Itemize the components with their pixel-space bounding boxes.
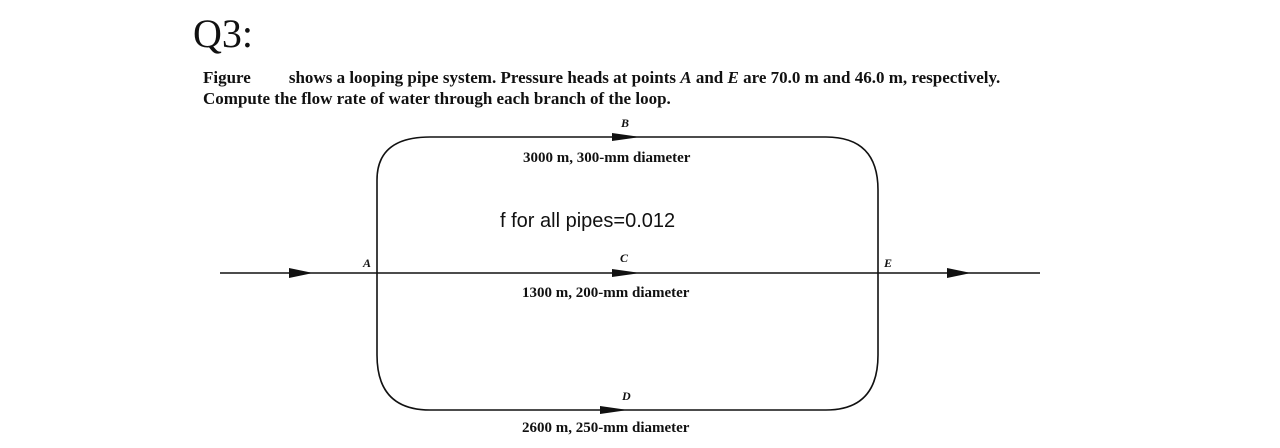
problem-line-1: Figure shows a looping pipe system. Press… xyxy=(203,67,1223,88)
inflow-arrow xyxy=(289,268,313,278)
lower-pipe-arrow xyxy=(600,406,628,414)
point-label-d: D xyxy=(621,389,631,403)
problem-statement: Figure shows a looping pipe system. Press… xyxy=(203,67,1223,109)
lower-pipe-label: 2600 m, 250-mm diameter xyxy=(522,420,690,436)
upper-pipe-arrow xyxy=(612,133,640,141)
question-heading: Q3: xyxy=(193,11,253,56)
outflow-arrow xyxy=(947,268,971,278)
middle-pipe-label: 1300 m, 200-mm diameter xyxy=(522,285,690,301)
point-label-e: E xyxy=(883,256,892,270)
problem-text-2: and xyxy=(691,68,728,87)
point-label-a: A xyxy=(362,256,371,270)
problem-text-3: are 70.0 m and 46.0 m, respectively. xyxy=(738,68,1001,87)
figure-reference: Figure xyxy=(203,68,251,87)
friction-factor-note: f for all pipes=0.012 xyxy=(500,210,675,232)
middle-pipe-arrow xyxy=(612,269,640,277)
point-label-c: C xyxy=(620,251,629,265)
problem-point-e: E xyxy=(727,68,739,87)
problem-text-1: shows a looping pipe system. Pressure he… xyxy=(288,68,681,87)
problem-point-a: A xyxy=(680,68,692,87)
upper-pipe-label: 3000 m, 300-mm diameter xyxy=(523,150,691,166)
problem-line-2: Compute the flow rate of water through e… xyxy=(203,89,671,108)
point-label-b: B xyxy=(620,116,629,130)
